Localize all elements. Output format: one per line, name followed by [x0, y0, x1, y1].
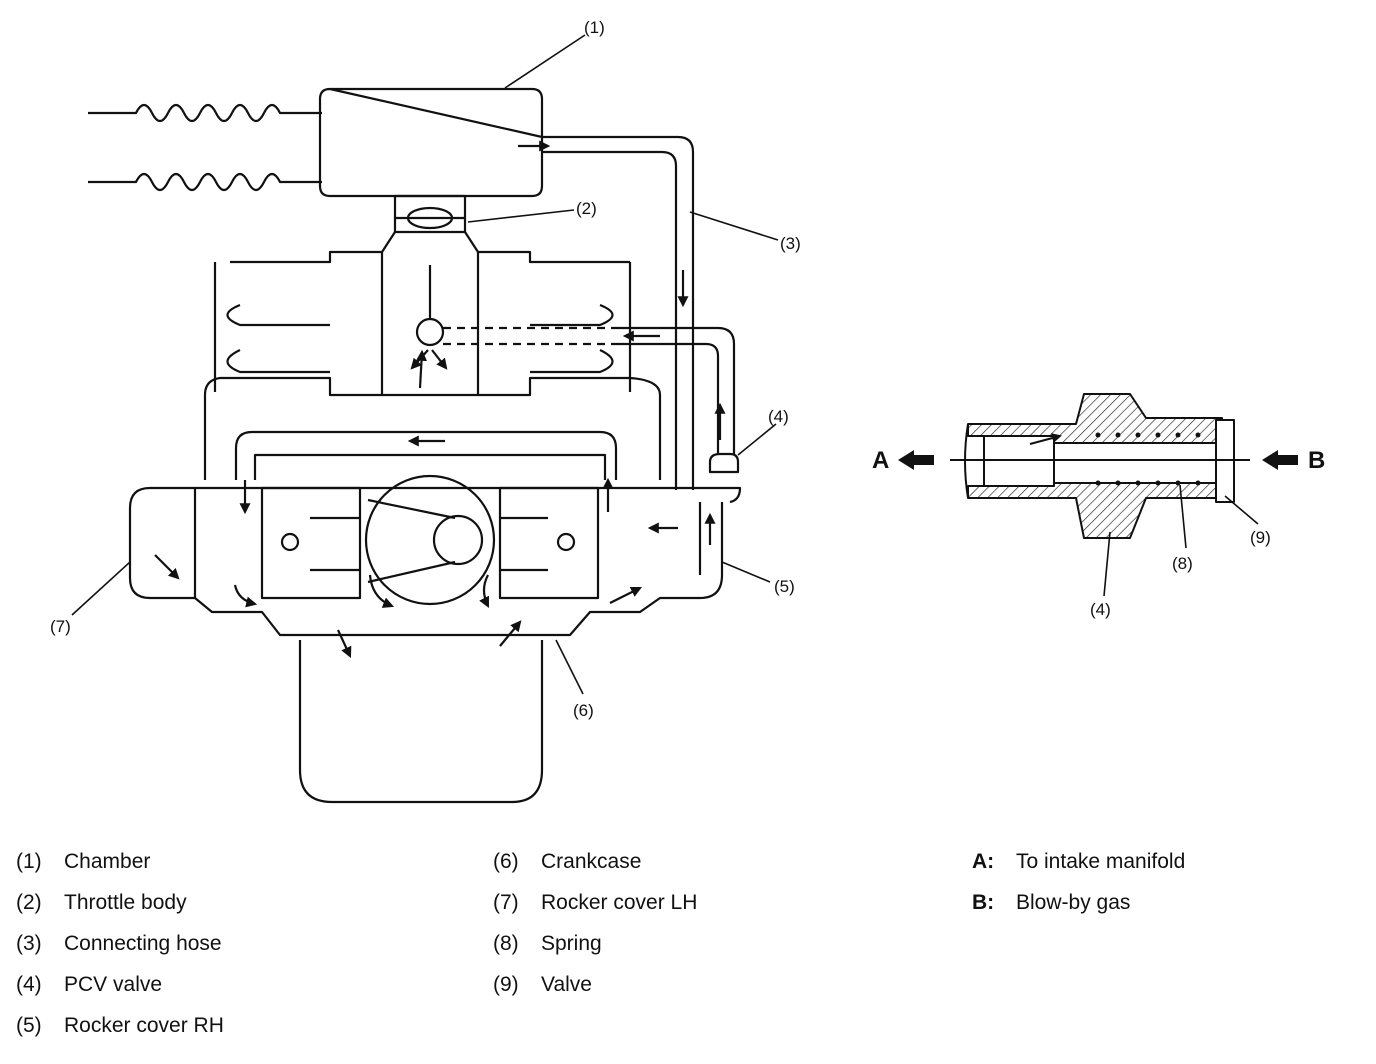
legend-item: A:To intake manifold: [972, 850, 1186, 873]
callout-4-detail: (4): [1090, 600, 1111, 619]
label-a: A: [872, 447, 889, 474]
callout-6: (6): [573, 701, 594, 720]
callout-3: (3): [780, 234, 801, 253]
pcv-valve-detail: [950, 393, 1250, 539]
throttle-body: [393, 194, 467, 234]
legend-item: B:Blow-by gas: [972, 891, 1131, 914]
intake-manifold: [203, 231, 736, 480]
legend-item: (9)Valve: [493, 973, 592, 996]
chamber: [318, 87, 695, 490]
legend-item: (2)Throttle body: [16, 891, 187, 914]
callout-7: (7): [50, 617, 71, 636]
leader-lines: [71, 34, 1259, 695]
arrow-a-icon: [898, 450, 934, 470]
callout-2: (2): [576, 199, 597, 218]
callout-5: (5): [774, 577, 795, 596]
legend-col-3: A:To intake manifold B:Blow-by gas: [972, 850, 1185, 932]
connecting-hose: [542, 150, 678, 490]
legend-col-1: (1)Chamber (2)Throttle body (3)Connectin…: [16, 850, 224, 1055]
legend-item: (8)Spring: [493, 932, 602, 955]
pcv-valve: [708, 452, 740, 474]
intake-duct: [88, 103, 322, 192]
pcv-system-diagram: A B (1) (2) (3) (4) (5) (6) (7) (4) (8) …: [50, 18, 1325, 804]
legend-col-2: (6)Crankcase (7)Rocker cover LH (8)Sprin…: [493, 850, 697, 1014]
legend-item: (5)Rocker cover RH: [16, 1014, 224, 1037]
legend-item: (7)Rocker cover LH: [493, 891, 698, 914]
legend-item: (4)PCV valve: [16, 973, 163, 996]
legend-item: (3)Connecting hose: [16, 932, 222, 955]
callout-4: (4): [768, 407, 789, 426]
callout-8: (8): [1172, 554, 1193, 573]
legend-item: (1)Chamber: [16, 850, 151, 873]
spring-coils: [1095, 432, 1201, 486]
flow-arrows: [154, 140, 726, 658]
crankcase: [298, 640, 544, 804]
arrow-b-icon: [1262, 450, 1298, 470]
callout-1: (1): [584, 18, 605, 37]
callout-9: (9): [1250, 528, 1271, 547]
legend-item: (6)Crankcase: [493, 850, 642, 873]
label-b: B: [1308, 447, 1325, 474]
engine-block: [128, 474, 742, 637]
